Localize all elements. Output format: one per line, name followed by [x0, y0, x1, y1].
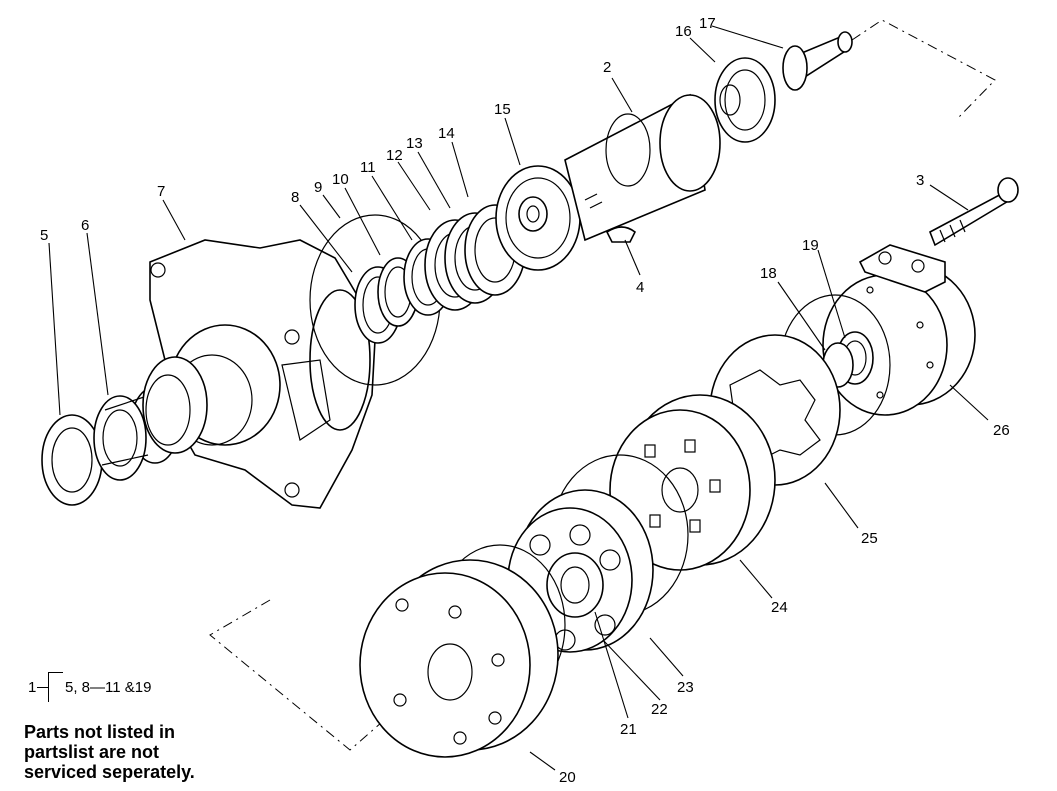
callout-24: 24: [771, 599, 788, 616]
callout-13: 13: [406, 135, 423, 152]
note-line-1: Parts not listed in: [24, 722, 176, 742]
callout-18: 18: [760, 265, 777, 282]
callout-23: 23: [677, 679, 694, 696]
callout-14: 14: [438, 125, 455, 142]
part-2-shaft: [564, 93, 721, 242]
kit-bracket: [37, 672, 63, 702]
callout-26: 26: [993, 422, 1010, 439]
callout-10: 10: [332, 171, 349, 188]
callout-12: 12: [386, 147, 403, 164]
callout-21: 21: [620, 721, 637, 738]
part-21-rotor: [546, 552, 604, 618]
part-7-housing: [142, 239, 376, 509]
kit-items: 5, 8—11 &19: [65, 679, 152, 696]
callout-3: 3: [916, 172, 924, 189]
callout-25: 25: [861, 530, 878, 547]
callout-16: 16: [675, 23, 692, 40]
service-note: Parts not listed in partslist are not se…: [24, 722, 284, 782]
callout-9: 9: [314, 179, 322, 196]
centerline-top: [851, 19, 996, 119]
callout-6: 6: [81, 217, 89, 234]
callout-19: 19: [802, 237, 819, 254]
part-3-bolt: [928, 177, 1019, 247]
callout-4: 4: [636, 279, 644, 296]
part-24-plate: [609, 394, 776, 571]
part-5-seal: [41, 414, 103, 506]
part-4-key: [605, 226, 637, 243]
callout-22: 22: [651, 701, 668, 718]
callout-5: 5: [40, 227, 48, 244]
kit-number: 1: [28, 679, 37, 696]
part-26-end-cover: [822, 244, 976, 416]
note-line-3: serviced seperately.: [24, 762, 195, 782]
part-20-end-plate: [359, 559, 559, 758]
callout-20: 20: [559, 769, 576, 786]
callout-7: 7: [157, 183, 165, 200]
part-15-bearing: [495, 165, 581, 271]
leader-lines: [48, 25, 989, 771]
callout-15: 15: [494, 101, 511, 118]
part-16-gear: [714, 57, 776, 143]
callout-17: 17: [699, 15, 716, 32]
callout-2: 2: [603, 59, 611, 76]
part-17-drive: [782, 31, 853, 91]
callout-11: 11: [360, 159, 376, 176]
centerline-bottom: [209, 599, 431, 751]
callout-8: 8: [291, 189, 299, 206]
note-line-2: partslist are not: [24, 742, 160, 762]
